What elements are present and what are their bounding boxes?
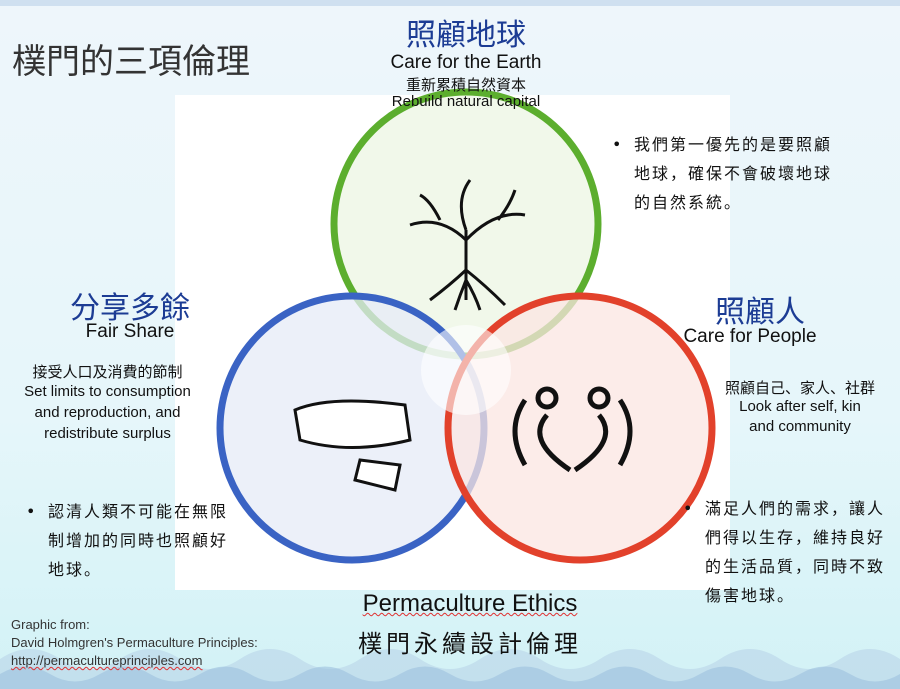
footer-title-zh: 樸門永續設計倫理 [358, 630, 582, 658]
fair-sub-zh: 接受人口及消費的節制 [32, 364, 183, 381]
footer-title-en-text: Permaculture Ethics [362, 590, 578, 617]
fair-bullet: •認清人類不可能在無限制增加的同時也照顧好地球。 [26, 502, 229, 579]
fair-heading-en: Fair Share [85, 321, 175, 342]
earth-bullet: •我們第一優先的是要照顧地球，確保不會破壞地球的自然系統。 [612, 135, 833, 212]
credit-link-text[interactable]: http://permacultureprinciples.com [11, 653, 203, 668]
people-sub-en-1: Look after self, kin [739, 398, 861, 415]
people-heading-en: Care for People [683, 326, 817, 347]
people-bullet-text: 滿足人們的需求，讓人們得以生存，維持良好的生活品質，同時不致傷害地球。 [705, 499, 886, 605]
people-bullet: •滿足人們的需求，讓人們得以生存，維持良好的生活品質，同時不致傷害地球。 [683, 499, 886, 605]
people-heading-zh: 照顧人 [715, 295, 805, 330]
earth-heading-en: Care for the Earth [390, 52, 542, 73]
earth-sub-en: Rebuild natural capital [391, 93, 541, 110]
wave-decoration [0, 649, 900, 689]
credit-line-2: David Holmgren's Permaculture Principles… [11, 635, 258, 650]
credit-link[interactable]: http://permacultureprinciples.com [11, 653, 202, 668]
people-sub-en-2: and community [749, 418, 851, 435]
fair-sub-en-3: redistribute surplus [44, 425, 171, 442]
earth-heading-zh: 照顧地球 [406, 18, 526, 53]
fair-bullet-text: 認清人類不可能在無限制增加的同時也照顧好地球。 [48, 502, 229, 579]
earth-bullet-text: 我們第一優先的是要照顧地球，確保不會破壞地球的自然系統。 [634, 135, 833, 212]
footer-title-en: Permaculture Ethics [300, 590, 640, 618]
fair-heading-zh: 分享多餘 [70, 291, 190, 326]
people-icon [512, 386, 633, 473]
earth-sub-zh: 重新累積自然資本 [405, 77, 526, 94]
people-circle [444, 292, 716, 564]
pie-slices-icon [293, 399, 412, 492]
fair-sub-en-2: and reproduction, and [34, 404, 181, 421]
fair-sub-en-1: Set limits to consumption [24, 383, 191, 400]
slide-title: 樸門的三項倫理 [12, 42, 250, 82]
tree-icon [409, 179, 526, 311]
credit-line-1: Graphic from: [11, 617, 90, 632]
people-sub-zh: 照顧自己、家人、社群 [724, 380, 875, 397]
